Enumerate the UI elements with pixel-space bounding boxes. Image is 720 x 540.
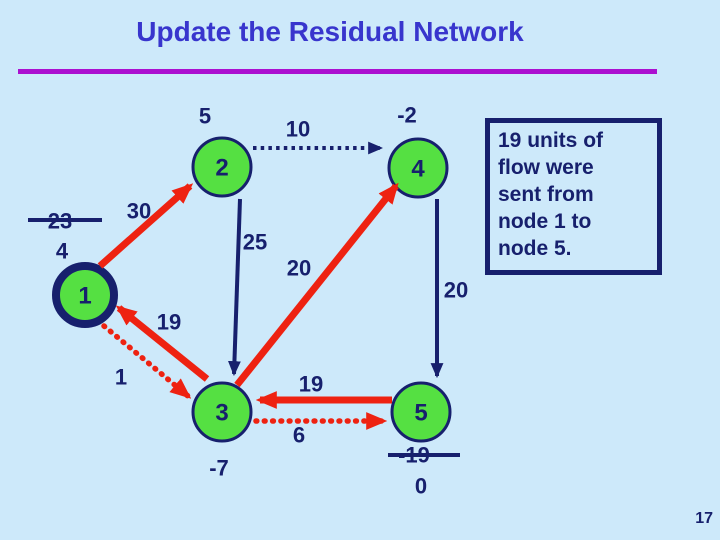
edge-1-3 — [101, 323, 192, 399]
node-2 — [191, 136, 253, 198]
edge-label-3-1: 19 — [157, 310, 181, 335]
node-3 — [191, 381, 253, 443]
excess-label: -7 — [209, 456, 229, 481]
edge-label-3-5: 6 — [293, 423, 305, 448]
node-1-label: 1 — [78, 283, 91, 310]
node-5-label: 5 — [414, 400, 427, 427]
page-title: Update the Residual Network — [136, 16, 524, 47]
node-3-label: 3 — [215, 400, 228, 427]
callout-line: sent from — [498, 183, 594, 206]
node-1 — [52, 262, 118, 328]
excess-label: -2 — [397, 103, 417, 128]
edge-3-4 — [234, 182, 399, 388]
node-2-label: 2 — [215, 155, 228, 182]
excess-label-struck: 23 — [48, 209, 72, 234]
excess-label: 0 — [415, 474, 427, 499]
excess-label: 5 — [199, 104, 211, 129]
page-number: 17 — [695, 510, 713, 527]
edge-label-1-2: 30 — [127, 199, 151, 224]
node-4-label: 4 — [411, 156, 425, 183]
edge-3-1 — [115, 305, 210, 382]
callout-line: flow were — [498, 156, 594, 179]
callout-line: node 1 to — [498, 210, 592, 233]
node-5 — [390, 381, 452, 443]
edge-label-5-3: 19 — [299, 372, 323, 397]
node-4 — [387, 137, 449, 199]
edge-1-2 — [97, 183, 194, 269]
excess-label: 4 — [56, 239, 69, 264]
edge-label-2-3: 25 — [243, 230, 267, 255]
title-underline — [18, 69, 657, 74]
edge-label-2-4: 10 — [286, 117, 310, 142]
edge-label-4-5: 20 — [444, 278, 468, 303]
callout-line: node 5. — [498, 237, 572, 260]
callout-box: 19 units of flow were sent from node 1 to no… — [485, 118, 662, 275]
callout-text: 19 units of flow were sent from node 1 to no… — [498, 127, 649, 262]
edge-2-3 — [228, 198, 242, 377]
edge-label-3-4: 20 — [287, 256, 311, 281]
callout-line: 19 units of — [498, 129, 604, 152]
excess-label-struck: -19 — [398, 443, 430, 468]
edge-label-1-3: 1 — [115, 365, 127, 390]
